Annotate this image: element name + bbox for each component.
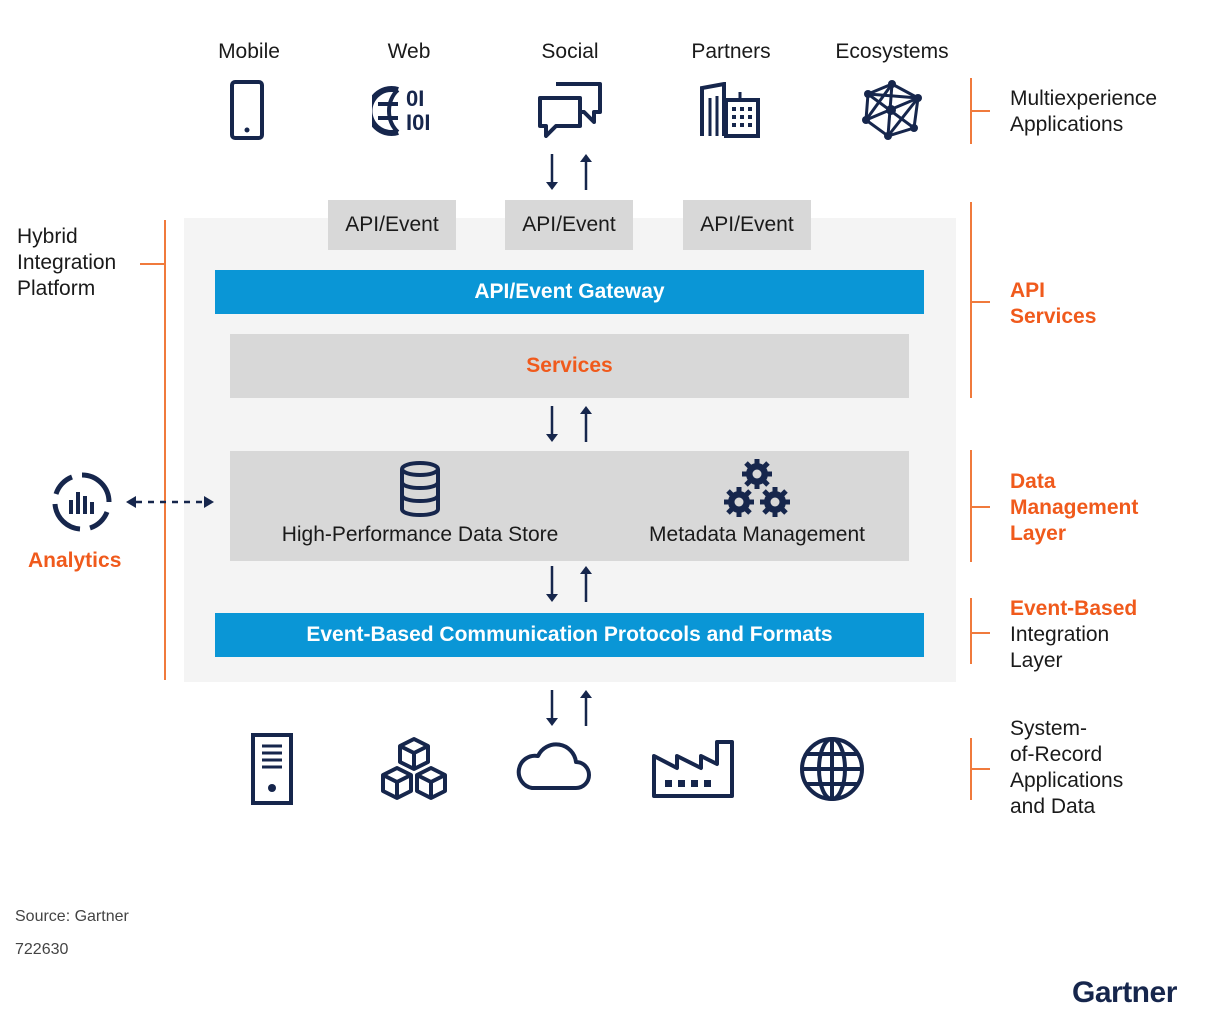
metadata-management-label: Metadata Management [649, 523, 865, 546]
svg-text:I0I: I0I [406, 110, 430, 135]
label-partners: Partners [691, 40, 771, 63]
arrow-pair-services-data [546, 406, 592, 442]
chat-bubbles-icon [538, 82, 602, 138]
source-note: Source: Gartner [15, 908, 129, 925]
high-performance-data-store-label: High-Performance Data Store [281, 523, 559, 546]
label-system-of-record: System- of-Record Applications and Data [1010, 717, 1124, 818]
api-event-tab: API/Event [683, 200, 811, 250]
analytics-icon [52, 472, 112, 532]
analytics-label: Analytics [28, 549, 122, 572]
arrow-pair-top [546, 154, 592, 190]
label-web: Web [387, 40, 431, 63]
label-ecosystems: Ecosystems [835, 40, 949, 63]
arrow-pair-data-event [546, 566, 592, 602]
data-management-box [230, 451, 909, 561]
figure-id: 722630 [15, 941, 69, 958]
database-icon [400, 461, 440, 517]
cubes-icon [381, 737, 447, 800]
svg-text:0I: 0I [406, 86, 424, 111]
label-api-services: API Services [1010, 279, 1097, 328]
arrow-pair-bottom [546, 690, 592, 726]
mobile-phone-icon [230, 80, 264, 140]
office-building-icon [700, 82, 760, 138]
bracket-tick-api-services [970, 301, 990, 303]
bracket-tick-hybrid [140, 263, 166, 265]
label-hybrid-integration-platform: Hybrid Integration Platform [17, 225, 117, 300]
api-event-tab: API/Event [505, 200, 633, 250]
label-data-management-layer: Data Management Layer [1010, 470, 1139, 545]
bracket-tick-data-management [970, 506, 990, 508]
label-event-based: Event-Based [1010, 597, 1138, 620]
label-integration-layer: Integration Layer [1010, 623, 1110, 672]
cloud-icon [516, 742, 591, 790]
analytics-dashed-arrow [126, 496, 214, 508]
gears-icon [724, 459, 790, 517]
api-event-gateway-bar: API/Event Gateway [215, 270, 924, 314]
bracket-hybrid [164, 220, 166, 680]
globe-icon [800, 737, 864, 801]
network-mesh-icon [862, 80, 922, 140]
label-multiexperience-applications: Multiexperience Applications [1010, 87, 1158, 136]
api-event-tab: API/Event [328, 200, 456, 250]
services-label: Services [526, 354, 613, 377]
services-box: Services [230, 334, 909, 398]
bracket-tick-multiexperience [970, 110, 990, 112]
label-mobile: Mobile [218, 40, 280, 63]
server-icon [251, 733, 293, 805]
label-social: Social [541, 40, 599, 63]
bracket-tick-system-of-record [970, 768, 990, 770]
factory-icon [652, 740, 734, 798]
bracket-api-services [970, 202, 972, 398]
gartner-logo: Gartner [1072, 976, 1177, 1009]
web-binary-globe-icon: 0I I0I [372, 86, 430, 136]
bracket-event-based [970, 598, 972, 664]
bracket-tick-event-based [970, 632, 990, 634]
event-based-protocols-bar: Event-Based Communication Protocols and … [215, 613, 924, 657]
